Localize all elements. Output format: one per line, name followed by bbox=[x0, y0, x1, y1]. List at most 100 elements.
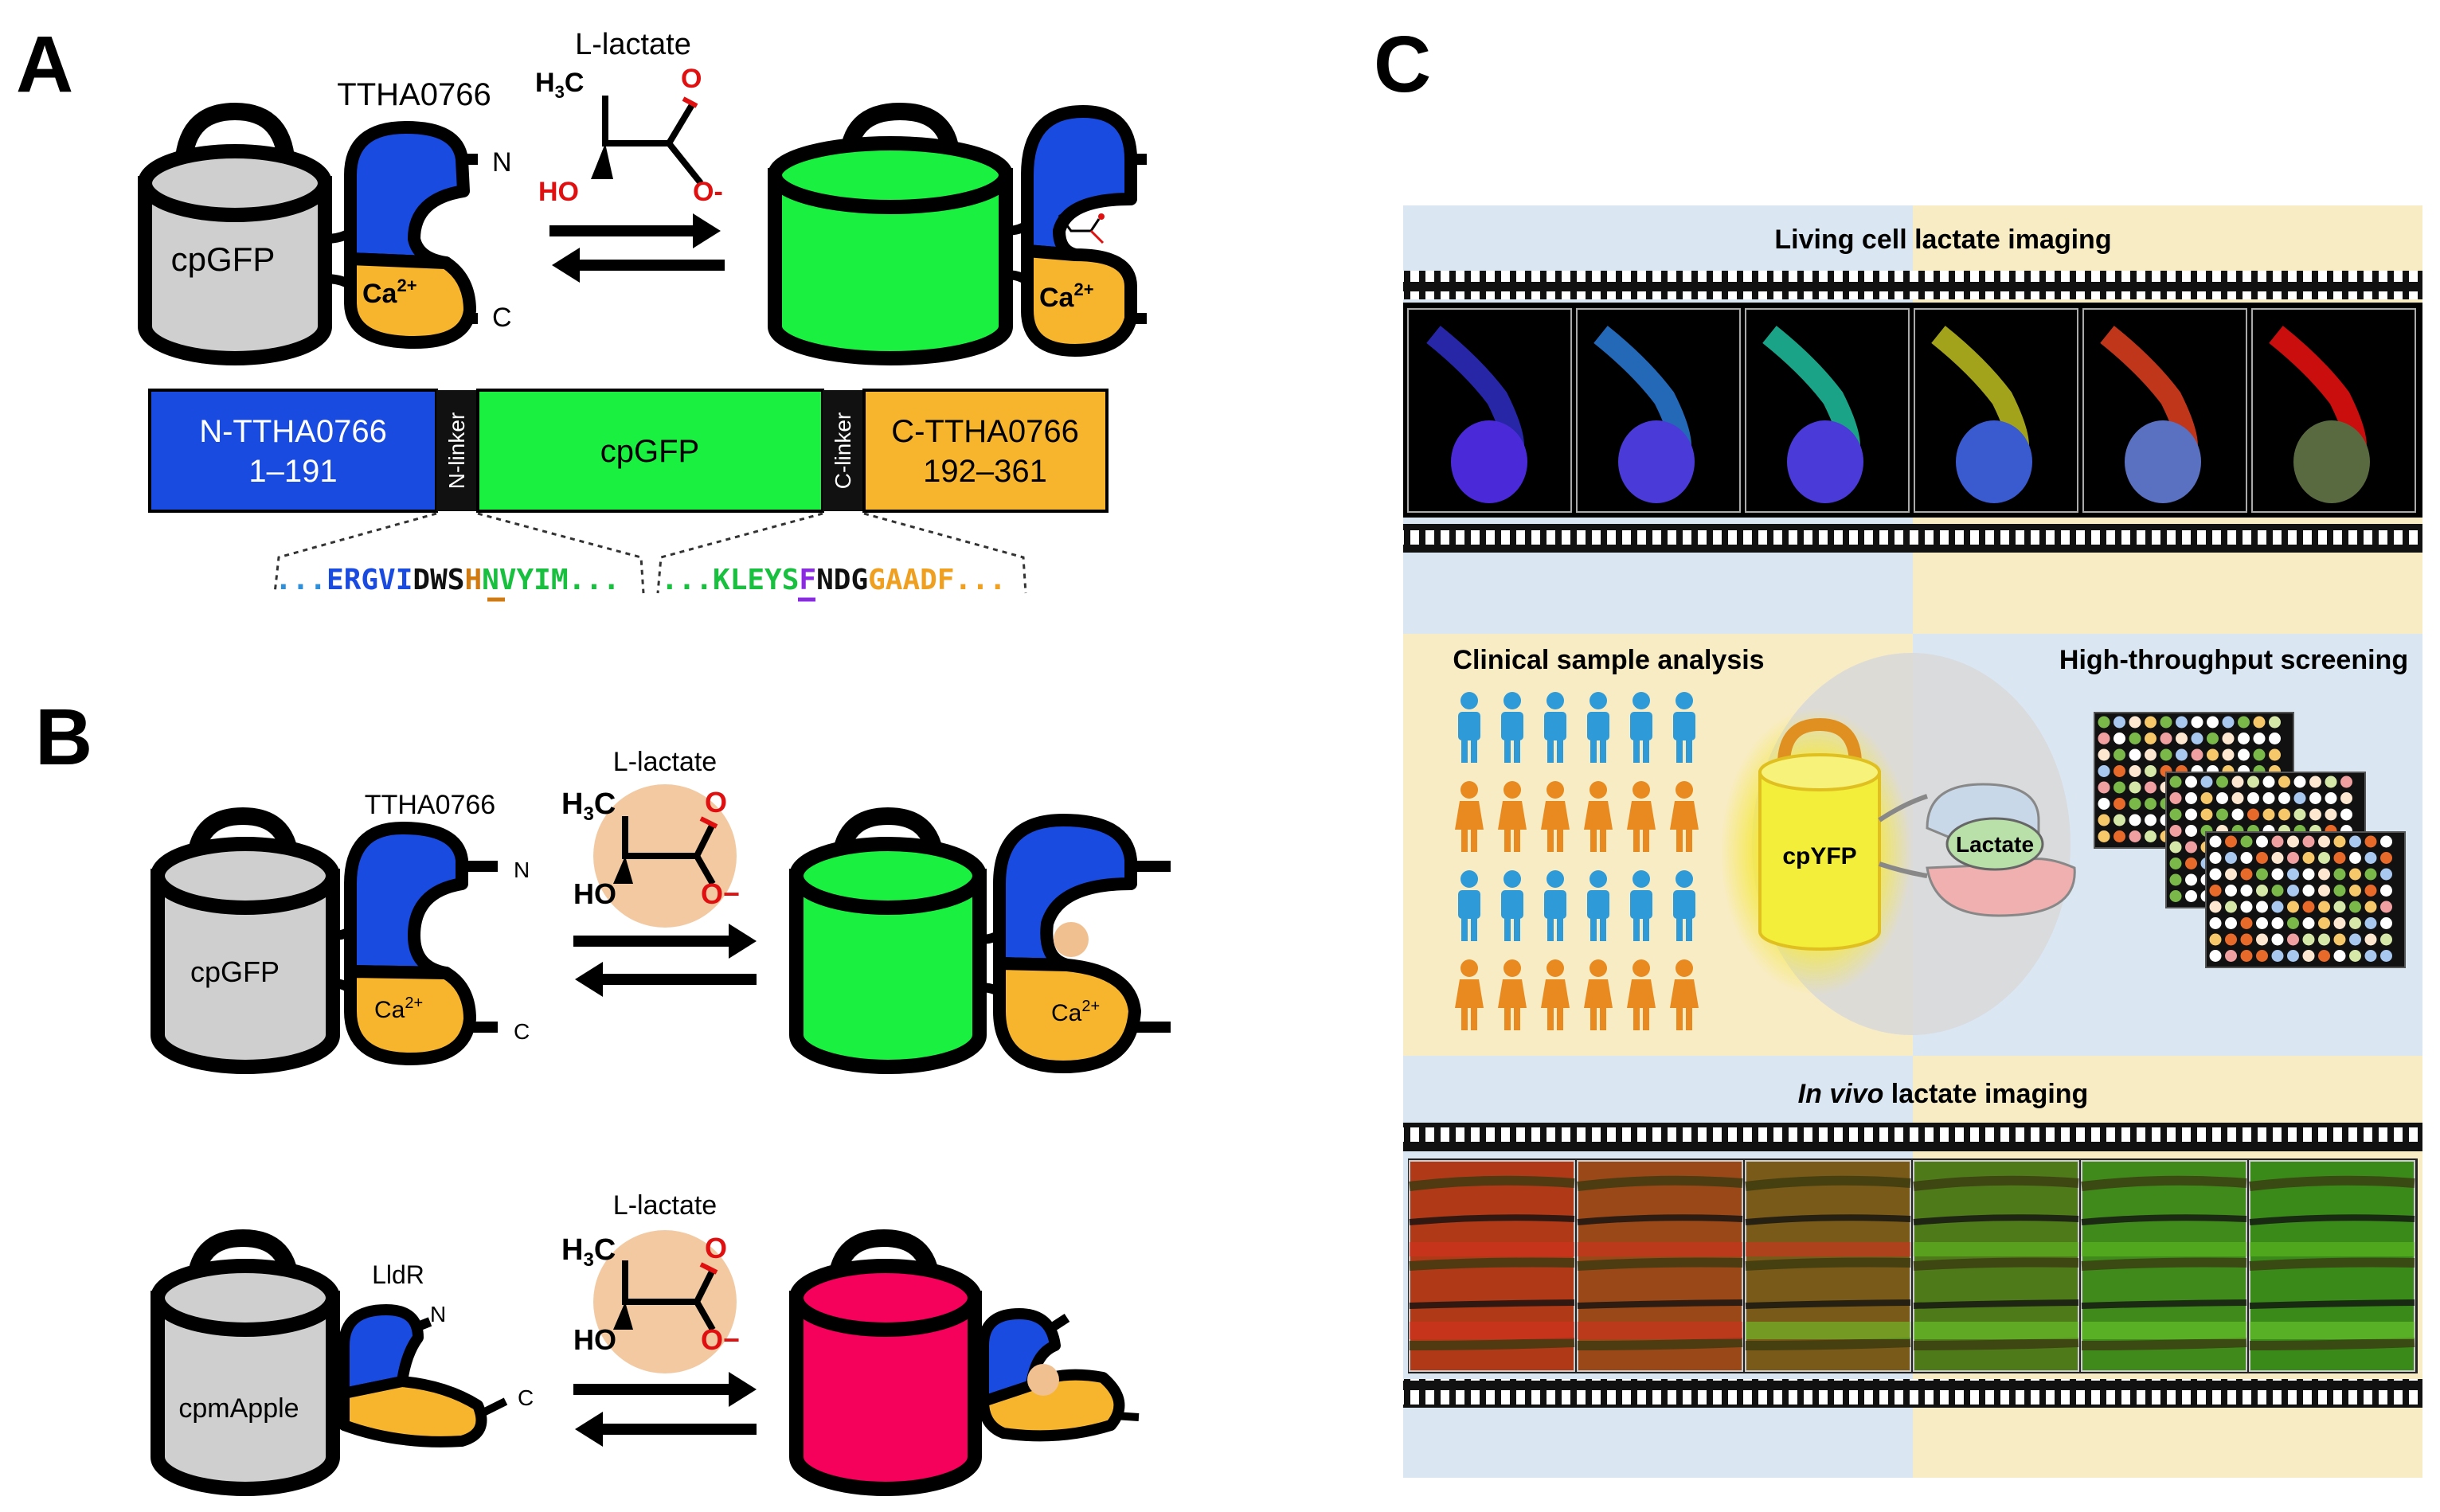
tissue-frame bbox=[2081, 1160, 2247, 1372]
construct-cpgfp bbox=[476, 389, 824, 513]
clinical-sample-title: Clinical sample analysis bbox=[1453, 645, 1764, 675]
panel-b-top-n-term: N bbox=[514, 858, 530, 882]
person-icon bbox=[1455, 959, 1484, 1030]
panel-a-c-term: C bbox=[492, 303, 512, 333]
panel-a-ttha0766-bound bbox=[1021, 105, 1147, 357]
person-icon bbox=[1498, 781, 1527, 852]
panel-b-bottom-lactate-structure: H3C O HO O− bbox=[561, 1230, 740, 1373]
lactate-b2-oxygen: O bbox=[705, 1232, 727, 1264]
panel-b-bottom-barrel-label: cpmApple bbox=[178, 1393, 299, 1424]
person-icon bbox=[1627, 959, 1656, 1030]
lactate-b1-oxygen: O bbox=[705, 786, 727, 819]
person-icon bbox=[1544, 692, 1566, 763]
construct-n-linker bbox=[436, 390, 478, 511]
panel-a-ligand-label: L-lactate bbox=[575, 28, 691, 61]
person-icon bbox=[1627, 781, 1656, 852]
tissue-frame bbox=[1745, 1160, 1911, 1372]
panel-a-construct-bar: N-TTHA0766 1–191 N-linker cpGFP C-linker… bbox=[148, 389, 1109, 513]
person-icon bbox=[1630, 870, 1652, 941]
lactate-a-hydroxyl: HO bbox=[538, 177, 579, 207]
film-strip-bottom-2 bbox=[1403, 1379, 2422, 1408]
person-icon bbox=[1455, 781, 1484, 852]
panel-b-top-cpgfp-barrel-apo: cpGFP bbox=[151, 807, 340, 1074]
panel-b-top-ligand-label: L-lactate bbox=[613, 747, 717, 777]
panel-b-top-c-term: C bbox=[514, 1019, 530, 1044]
panel-a-sequence-right: ...KLEYSFNDGGAADF... bbox=[661, 564, 1007, 596]
cpyfp-label: cpYFP bbox=[1782, 843, 1856, 869]
cpyfp-sensor: cpYFP bbox=[1720, 709, 1911, 995]
panel-a-zoom-guides bbox=[273, 512, 1027, 594]
lactate-a-h3c: H3C bbox=[535, 68, 584, 102]
person-icon bbox=[1498, 959, 1527, 1030]
panel-a-cpgfp-barrel-bound bbox=[768, 102, 1013, 365]
person-icon bbox=[1501, 692, 1523, 763]
lactate-b2-carboxylate: O− bbox=[701, 1323, 740, 1356]
panel-b-bottom-equilibrium-arrows bbox=[573, 1372, 757, 1447]
person-icon bbox=[1587, 870, 1609, 941]
lactate-domain-label: Lactate bbox=[1956, 832, 2034, 857]
living-cell-title: Living cell lactate imaging bbox=[1774, 225, 2111, 255]
construct-n-domain-range: 1–191 bbox=[248, 454, 337, 489]
lactate-b2-h3c: H3C bbox=[561, 1233, 616, 1271]
person-icon bbox=[1541, 781, 1570, 852]
person-icon bbox=[1630, 692, 1652, 763]
invivo-tissue-frames bbox=[1409, 1160, 2415, 1372]
person-icon bbox=[1544, 870, 1566, 941]
lactate-b1-h3c: H3C bbox=[561, 787, 616, 825]
construct-n-domain-label: N-TTHA0766 bbox=[199, 414, 387, 449]
panel-b-bottom-c-term: C bbox=[518, 1385, 534, 1410]
panel-a-lactate-structure: H3C O HO O- bbox=[535, 64, 723, 207]
hts-plates bbox=[2094, 712, 2406, 968]
tissue-frame bbox=[2249, 1160, 2415, 1372]
person-icon bbox=[1541, 959, 1570, 1030]
panel-a-ttha0766-apo bbox=[344, 121, 478, 349]
construct-c-linker bbox=[823, 390, 864, 511]
construct-c-domain-label: C-TTHA0766 bbox=[891, 414, 1079, 449]
cell-frame-5 bbox=[2082, 308, 2247, 513]
person-icon bbox=[1458, 692, 1480, 763]
cell-frame-1 bbox=[1407, 308, 1572, 513]
tissue-frame bbox=[1409, 1160, 1575, 1372]
construct-c-domain-range: 192–361 bbox=[923, 454, 1047, 489]
panel-b-top-ca-label-bound: Ca2+ bbox=[1051, 998, 1100, 1026]
panel-b-top-barrel-label: cpGFP bbox=[190, 955, 280, 988]
lactate-a-carboxylate: O- bbox=[693, 177, 723, 207]
person-icon bbox=[1584, 781, 1613, 852]
construct-c-linker-label: C-linker bbox=[831, 412, 855, 489]
lactate-b1-carboxylate: O− bbox=[701, 877, 740, 910]
cell-frame-3 bbox=[1745, 308, 1910, 513]
construct-n-domain bbox=[148, 389, 438, 513]
panel-b-bottom-lldr-apo bbox=[338, 1304, 508, 1448]
panel-b-top-sensor-name: TTHA0766 bbox=[365, 790, 495, 820]
living-cell-frame-row bbox=[1407, 308, 2416, 513]
person-icon bbox=[1673, 870, 1695, 941]
cell-frame-4 bbox=[1914, 308, 2078, 513]
panel-b-bottom-n-term: N bbox=[430, 1302, 446, 1326]
person-icon bbox=[1670, 959, 1699, 1030]
construct-n-linker-label: N-linker bbox=[444, 412, 469, 489]
panel-a-ca-label-bound: Ca2+ bbox=[1039, 279, 1094, 313]
panel-a-sequence-left: ...ERGVIDWSHNVYIM... bbox=[275, 564, 620, 596]
invivo-frame-row bbox=[1408, 1158, 2418, 1373]
clinical-people-grid bbox=[1455, 692, 1699, 1030]
tissue-frame bbox=[1577, 1160, 1743, 1372]
panel-a-cpgfp-barrel-apo: cpGFP bbox=[138, 102, 332, 365]
hts-title: High-throughput screening bbox=[2059, 645, 2408, 675]
panel-b-top-ttha0766-apo bbox=[344, 822, 498, 1065]
panel-a-equilibrium-arrows bbox=[549, 213, 725, 283]
person-icon bbox=[1501, 870, 1523, 941]
lactate-a-oxygen: O bbox=[681, 64, 702, 94]
panel-b-top-ttha0766-bound bbox=[993, 814, 1171, 1073]
invivo-title: In vivo lactate imaging bbox=[1798, 1079, 2089, 1109]
film-strip-bottom-1 bbox=[1403, 524, 2422, 553]
person-icon bbox=[1673, 692, 1695, 763]
panel-a-n-term: N bbox=[492, 147, 512, 178]
person-icon bbox=[1670, 781, 1699, 852]
lactate-b1-hydroxyl: HO bbox=[573, 877, 616, 910]
panel-b-top-cpgfp-barrel-bound bbox=[789, 807, 987, 1074]
panel-b-top-ca-label: Ca2+ bbox=[374, 994, 423, 1023]
panel-b-bottom-cpmapple-barrel-bound bbox=[789, 1229, 982, 1496]
person-icon bbox=[1587, 692, 1609, 763]
panel-c-letter: C bbox=[1374, 20, 1431, 109]
